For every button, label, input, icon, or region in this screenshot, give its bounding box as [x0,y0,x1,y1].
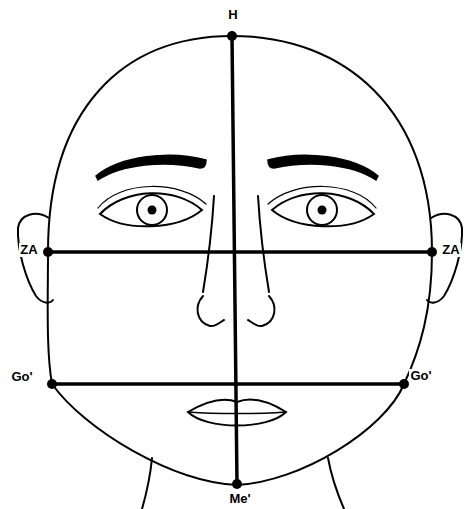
nose-bridge [258,196,269,292]
left-pupil [148,206,157,215]
right-iris [307,195,337,225]
right-pupil [318,206,327,215]
landmark-label: Me' [228,492,251,506]
landmark-label: Go' [10,370,33,384]
left-eye [100,193,202,226]
bigonial-line [52,382,404,386]
landmark-dot [47,379,57,389]
landmark-dot [232,479,242,489]
right-eyebrow [268,155,378,180]
left-nostril [198,296,224,326]
left-iris [137,195,167,225]
neck-line [328,458,344,509]
right-nostril [248,296,274,326]
landmark-label: ZA [19,243,38,257]
neck-line [142,458,152,509]
head-outline [48,36,432,485]
nose-bridge [203,196,214,292]
landmark-dot [227,31,237,41]
vertical-reference-line [232,36,237,484]
landmark-label: H [227,8,238,22]
left-eyelid [98,186,206,208]
bizygomatic-line [48,250,432,254]
left-eyebrow [96,155,206,180]
landmark-dot [43,247,53,257]
right-eye [272,193,374,226]
landmark-dot [427,247,437,257]
landmark-dot [399,379,409,389]
landmark-label: ZA [441,243,460,257]
landmark-label: Go' [409,369,432,383]
right-eyelid [268,186,376,208]
